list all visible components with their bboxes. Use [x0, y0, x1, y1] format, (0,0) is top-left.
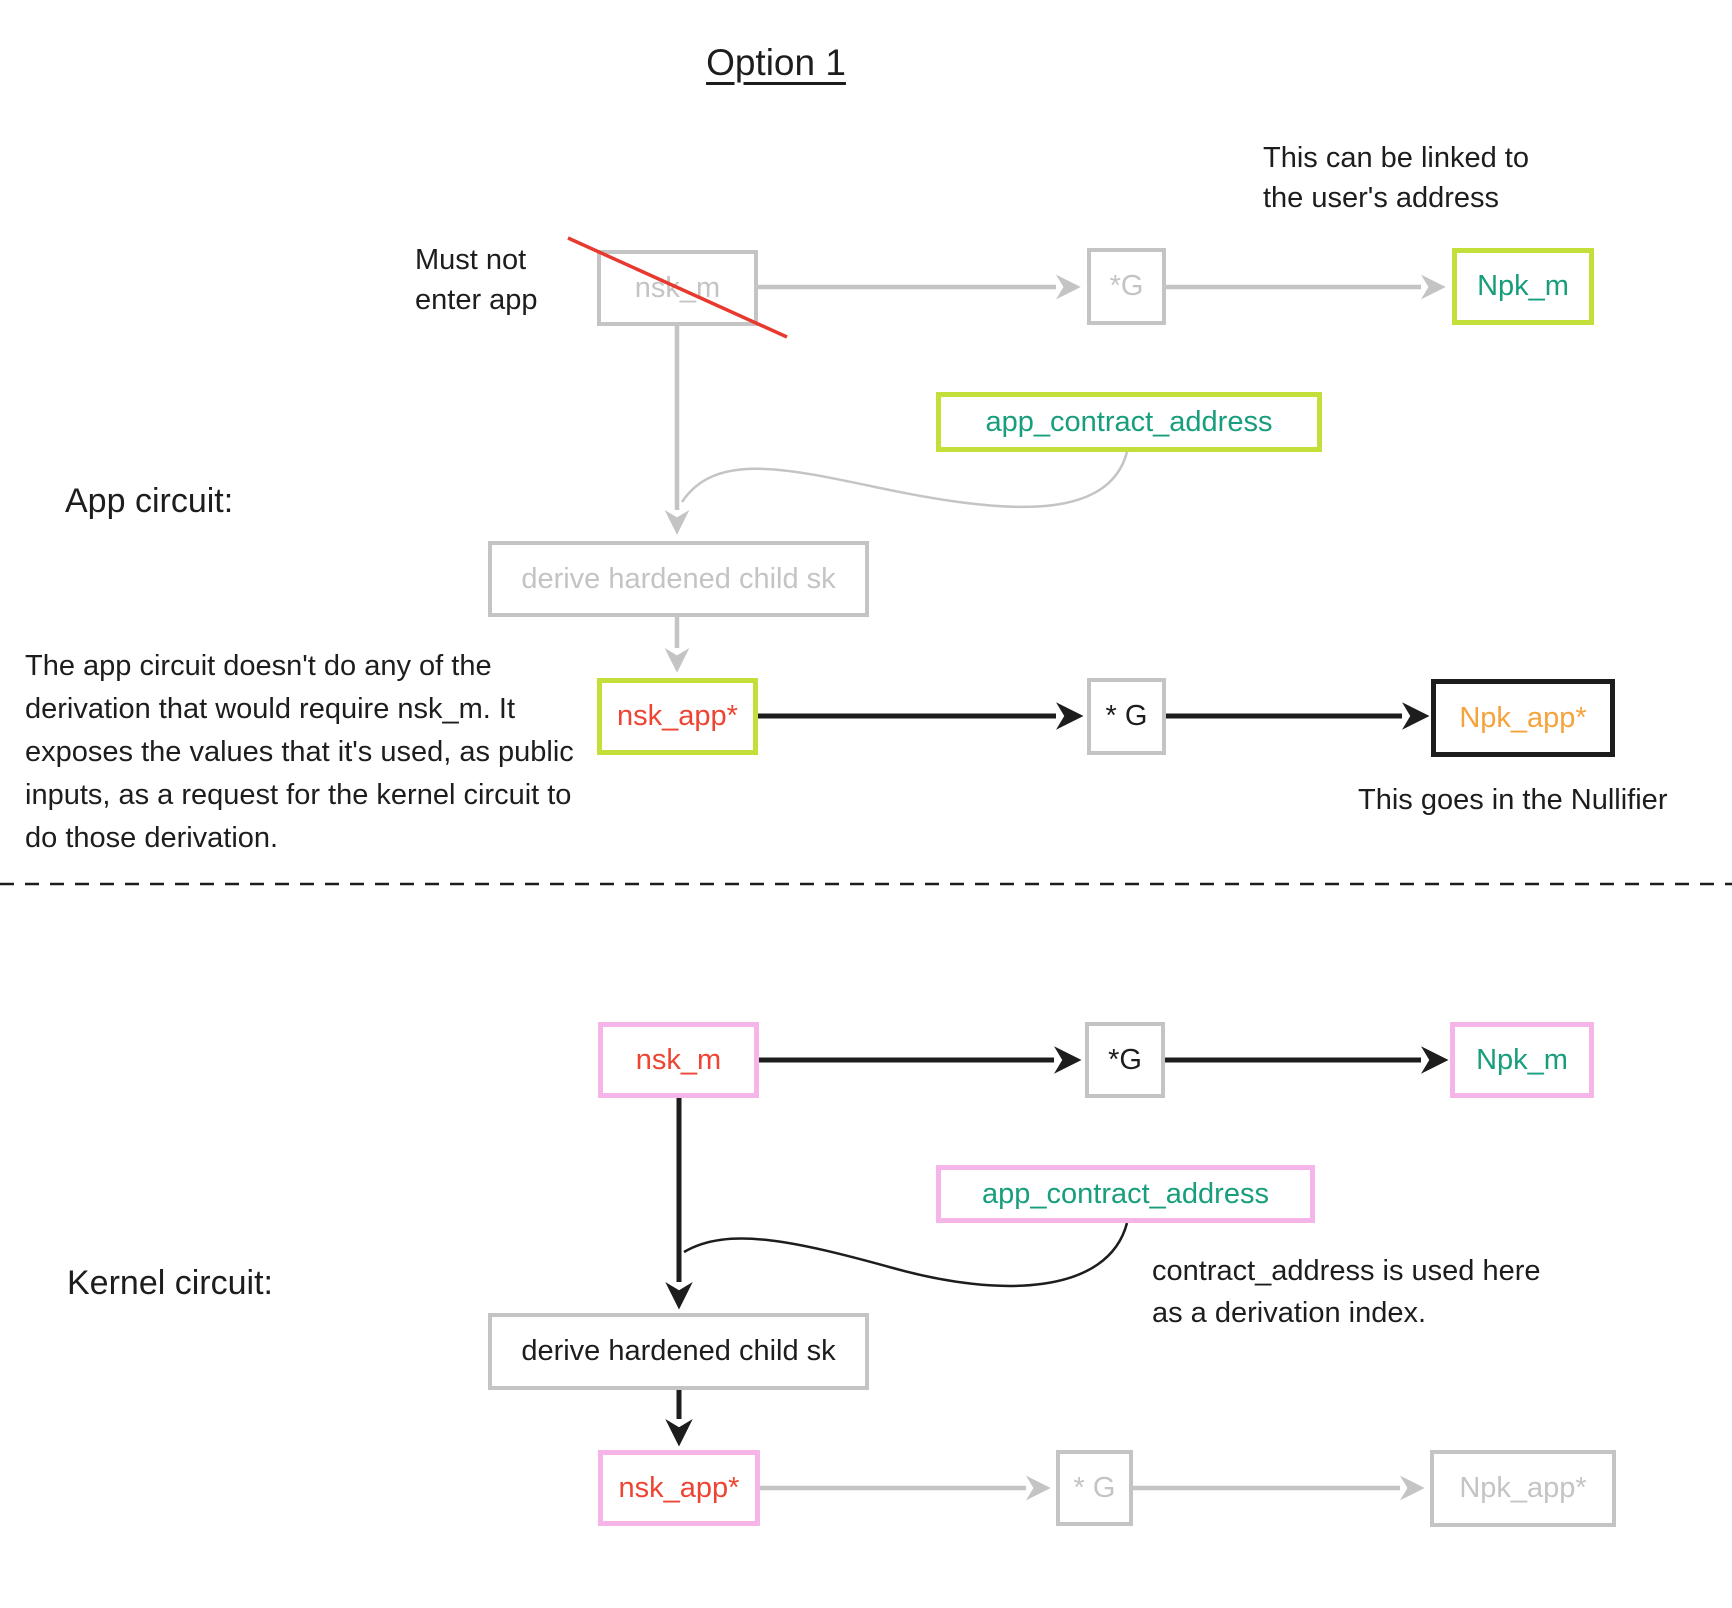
curve-app-contract-to-derive	[680, 451, 1129, 509]
node-app-derive-hardened-child-sk: derive hardened child sk	[488, 541, 869, 617]
node-kernel-contract-address: app_contract_address	[936, 1165, 1315, 1223]
node-kernel-npk-m: Npk_m	[1450, 1022, 1594, 1098]
node-kernel-nsk-m: nsk_m	[598, 1022, 759, 1098]
node-kernel-mul-g-master: *G	[1085, 1022, 1165, 1098]
node-kernel-npk-app: Npk_app*	[1430, 1450, 1616, 1527]
note-linked-to-address: This can be linked to the user's address	[1263, 142, 1529, 214]
node-app-contract-address: app_contract_address	[936, 392, 1322, 452]
node-app-nsk-app: nsk_app*	[597, 678, 758, 755]
page-title: Option 1	[706, 42, 846, 83]
note-app-circuit-paragraph: The app circuit doesn't do any of the de…	[25, 650, 574, 854]
node-kernel-derive-hardened-child-sk: derive hardened child sk	[488, 1313, 869, 1390]
note-must-not-enter-app: Must not enter app	[415, 244, 538, 316]
node-app-npk-m: Npk_m	[1452, 248, 1594, 325]
note-goes-in-nullifier: This goes in the Nullifier	[1358, 784, 1668, 816]
app-circuit-label: App circuit:	[65, 482, 234, 520]
curve-kernel-contract-to-derive	[683, 1222, 1129, 1288]
node-app-npk-app: Npk_app*	[1431, 679, 1615, 757]
node-app-nsk-m: nsk_m	[597, 250, 758, 326]
node-kernel-nsk-app: nsk_app*	[598, 1450, 760, 1526]
node-app-mul-g-master: *G	[1087, 248, 1166, 325]
note-contract-derivation-index: contract_address is used here as a deriv…	[1152, 1255, 1541, 1329]
kernel-circuit-label: Kernel circuit:	[67, 1264, 273, 1302]
node-app-mul-g-app: * G	[1087, 678, 1166, 755]
node-kernel-mul-g-app: * G	[1056, 1450, 1133, 1526]
